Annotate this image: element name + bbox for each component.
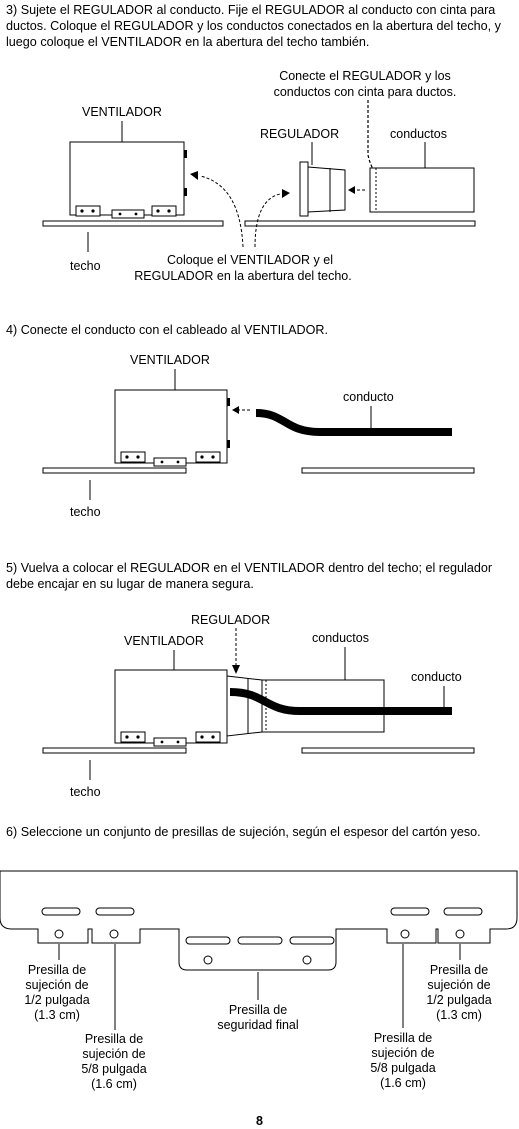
- fan-box-5: [114, 669, 228, 747]
- svg-text:sujeción de: sujeción de: [82, 1047, 145, 1061]
- ceiling-right: [244, 220, 476, 227]
- hole: [203, 955, 213, 965]
- svg-text:Presilla de: Presilla de: [28, 963, 86, 977]
- slot: [95, 907, 135, 916]
- fan-box-4: [114, 389, 230, 467]
- fan-label-5: VENTILADOR: [124, 634, 204, 648]
- ceiling-label-4: techo: [70, 505, 101, 519]
- step-6-text: 6) Seleccione un conjunto de presillas d…: [6, 825, 481, 839]
- hole: [54, 929, 64, 939]
- svg-text:5/8 pulgada: 5/8 pulgada: [81, 1062, 146, 1076]
- ceiling-label: techo: [70, 259, 101, 273]
- damper-label-5: REGULADOR: [191, 613, 270, 627]
- ceiling-right-5: [301, 747, 475, 754]
- step-3-diagram: Conecte el REGULADOR y los conductos con…: [42, 69, 476, 283]
- fan-label: VENTILADOR: [82, 105, 162, 119]
- place-arrow-fan: [199, 175, 244, 248]
- svg-text:seguridad final: seguridad final: [217, 1018, 298, 1032]
- svg-text:sujeción de: sujeción de: [427, 978, 490, 992]
- svg-text:Presilla de: Presilla de: [229, 1003, 287, 1017]
- callout-tape-line1: Conecte el REGULADOR y los: [279, 69, 451, 83]
- callout-place-line2: REGULADOR en la abertura del techo.: [134, 269, 351, 283]
- svg-text:sujeción de: sujeción de: [25, 978, 88, 992]
- place-arrow-damper: [254, 193, 281, 248]
- duct: [369, 167, 475, 213]
- slot: [289, 936, 335, 945]
- slot: [41, 907, 81, 916]
- slot: [237, 936, 283, 945]
- svg-text:1/2 pulgada: 1/2 pulgada: [426, 993, 491, 1007]
- ducts-label-5: conductos: [312, 631, 369, 645]
- page-number: 8: [256, 1114, 263, 1128]
- hole: [400, 929, 410, 939]
- ceiling-left-4: [42, 467, 187, 474]
- conduit-4: [255, 409, 452, 436]
- step-6-diagram: Presilla de sujeción de 1/2 pulgada (1.3…: [0, 870, 518, 1091]
- step-4-text: 4) Conecte el conducto con el cableado a…: [6, 323, 329, 337]
- svg-text:(1.6 cm): (1.6 cm): [380, 1076, 426, 1090]
- ceiling-label-5: techo: [70, 785, 101, 799]
- slot: [390, 907, 430, 916]
- step-5-text: 5) Vuelva a colocar el REGULADOR en el V…: [6, 561, 493, 591]
- svg-text:Presilla de: Presilla de: [430, 963, 488, 977]
- svg-text:sujeción de: sujeción de: [371, 1046, 434, 1060]
- ducts-label: conductos: [390, 127, 447, 141]
- conduit-5: [229, 688, 452, 715]
- conduit-label-5: conducto: [411, 670, 462, 684]
- fan-box: [69, 141, 187, 219]
- slot: [185, 936, 231, 945]
- step-5-diagram: REGULADOR VENTILADOR conductos conducto …: [42, 613, 475, 799]
- label-clip-half-left: Presilla de sujeción de 1/2 pulgada (1.3…: [24, 963, 89, 1022]
- svg-text:(1.3 cm): (1.3 cm): [34, 1008, 80, 1022]
- tape-leader: [367, 100, 376, 173]
- ceiling-left: [42, 220, 224, 227]
- callout-place-line1: Coloque el VENTILADOR y el: [167, 253, 333, 267]
- conduit-label-4: conducto: [343, 390, 394, 404]
- hole: [455, 929, 465, 939]
- hole: [302, 955, 312, 965]
- fan-label-4: VENTILADOR: [130, 353, 210, 367]
- step-3-text: 3) Sujete el REGULADOR al conducto. Fije…: [6, 3, 501, 49]
- step-4-diagram: VENTILADOR conducto techo: [42, 353, 475, 519]
- svg-text:5/8 pulgada: 5/8 pulgada: [370, 1061, 435, 1075]
- label-clip-58-right: Presilla de sujeción de 5/8 pulgada (1.6…: [370, 1031, 435, 1090]
- label-final-clip: Presilla de seguridad final: [217, 1003, 298, 1032]
- ceiling-right-4: [301, 467, 475, 474]
- hole: [109, 929, 119, 939]
- damper: [299, 161, 346, 217]
- slot: [443, 907, 483, 916]
- callout-tape-line2: conductos con cinta para ductos.: [274, 85, 457, 99]
- clip-strip: [0, 870, 518, 971]
- svg-text:(1.3 cm): (1.3 cm): [436, 1008, 482, 1022]
- svg-text:Presilla de: Presilla de: [85, 1032, 143, 1046]
- label-clip-half-right: Presilla de sujeción de 1/2 pulgada (1.3…: [426, 963, 491, 1022]
- svg-text:Presilla de: Presilla de: [374, 1031, 432, 1045]
- svg-text:(1.6 cm): (1.6 cm): [91, 1077, 137, 1091]
- damper-label: REGULADOR: [260, 127, 339, 141]
- damper-duct-5: [226, 675, 385, 737]
- ceiling-left-5: [42, 747, 187, 754]
- label-clip-58-left: Presilla de sujeción de 5/8 pulgada (1.6…: [81, 1032, 146, 1091]
- svg-text:1/2 pulgada: 1/2 pulgada: [24, 993, 89, 1007]
